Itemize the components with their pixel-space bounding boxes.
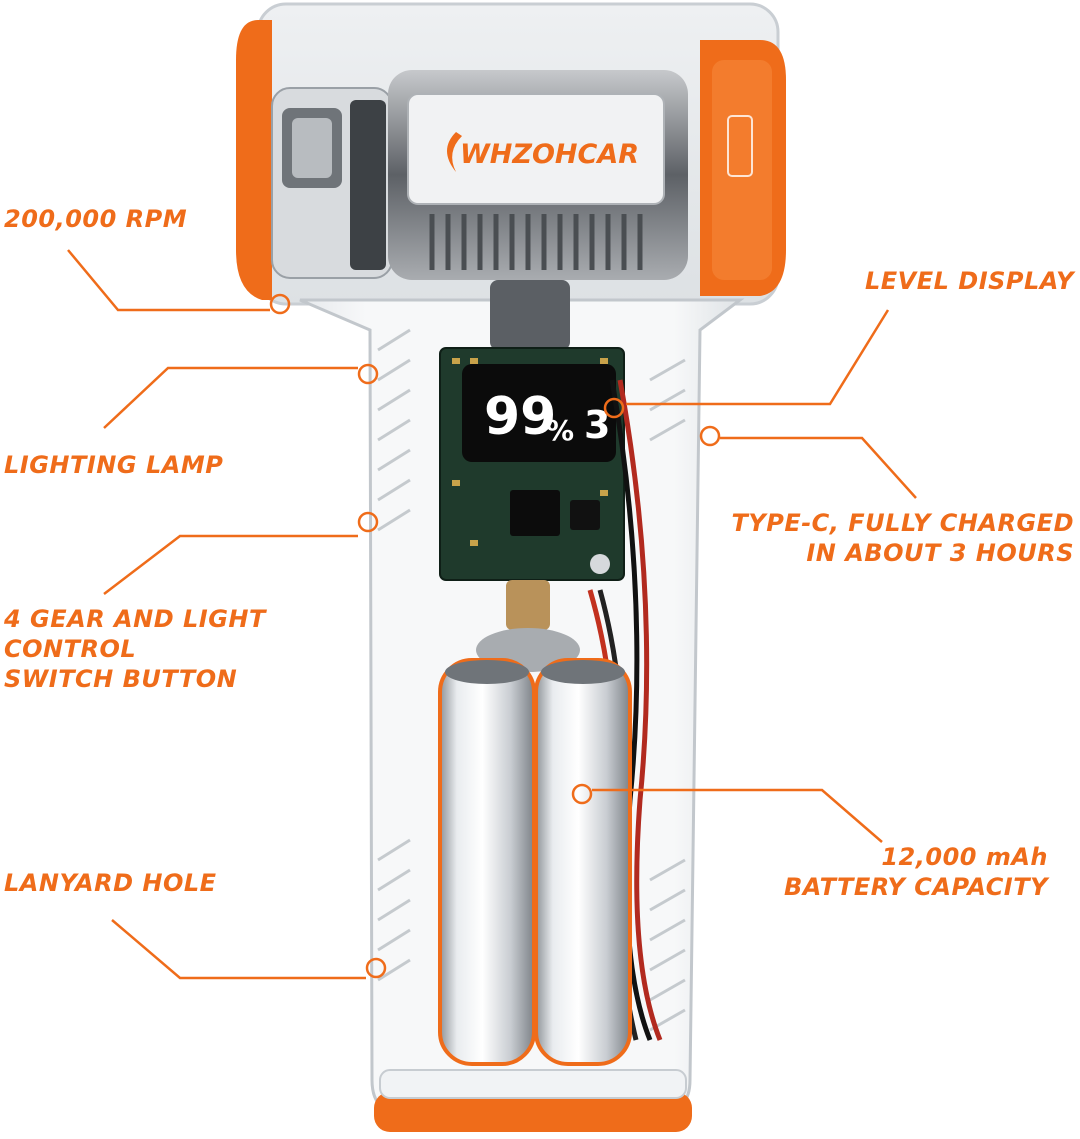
callout-markers — [269, 293, 721, 979]
switch-marker — [357, 511, 379, 533]
label-lighting-lamp: LIGHTING LAMP — [4, 451, 224, 479]
lanyard-leader — [111, 919, 366, 980]
capacity-marker — [571, 783, 593, 805]
right-vents — [649, 358, 686, 1032]
rpm-marker — [269, 293, 291, 315]
label-capacity-line1: 12,000 mAh — [881, 843, 1048, 871]
lamp-marker — [357, 363, 379, 385]
display-percent-sign: % — [546, 414, 574, 447]
typec-marker — [699, 425, 721, 447]
label-switch-line1: 4 GEAR AND LIGHT — [4, 605, 266, 633]
left-vents — [377, 328, 411, 982]
lamp-leader — [103, 366, 358, 429]
label-battery-capacity: 12,000 mAh BATTERY CAPACITY — [784, 842, 1048, 902]
rpm-leader — [67, 249, 270, 312]
label-typec-line2: IN ABOUT 3 HOURS — [806, 539, 1074, 567]
display-percent: 99 — [484, 387, 556, 447]
label-typec: TYPE-C, FULLY CHARGED IN ABOUT 3 HOURS — [731, 508, 1074, 568]
level-marker — [603, 397, 625, 419]
level-display-screen — [462, 364, 616, 462]
switch-leader — [103, 534, 358, 595]
label-switch-button: 4 GEAR AND LIGHT CONTROL SWITCH BUTTON — [4, 604, 266, 694]
label-capacity-line2: BATTERY CAPACITY — [784, 873, 1048, 901]
typec-leader — [720, 436, 917, 499]
left-end-cap — [236, 20, 272, 300]
battery-cells — [438, 658, 632, 1066]
bottom-base — [374, 1092, 692, 1132]
brand-swoosh — [447, 132, 462, 172]
capacity-leader — [592, 788, 883, 843]
display-gear: 3 — [584, 403, 610, 447]
brand-logo: WHZOHCAR — [460, 139, 639, 170]
label-level-display: LEVEL DISPLAY — [864, 267, 1074, 295]
label-switch-line3: SWITCH BUTTON — [4, 665, 238, 693]
label-rpm: 200,000 RPM — [4, 205, 188, 233]
label-typec-line1: TYPE-C, FULLY CHARGED — [731, 509, 1074, 537]
label-lanyard-hole: LANYARD HOLE — [4, 869, 217, 897]
level-leader — [626, 309, 890, 406]
label-switch-line2: CONTROL — [4, 635, 137, 663]
lanyard-marker — [365, 957, 387, 979]
callout-leaders — [67, 249, 917, 980]
